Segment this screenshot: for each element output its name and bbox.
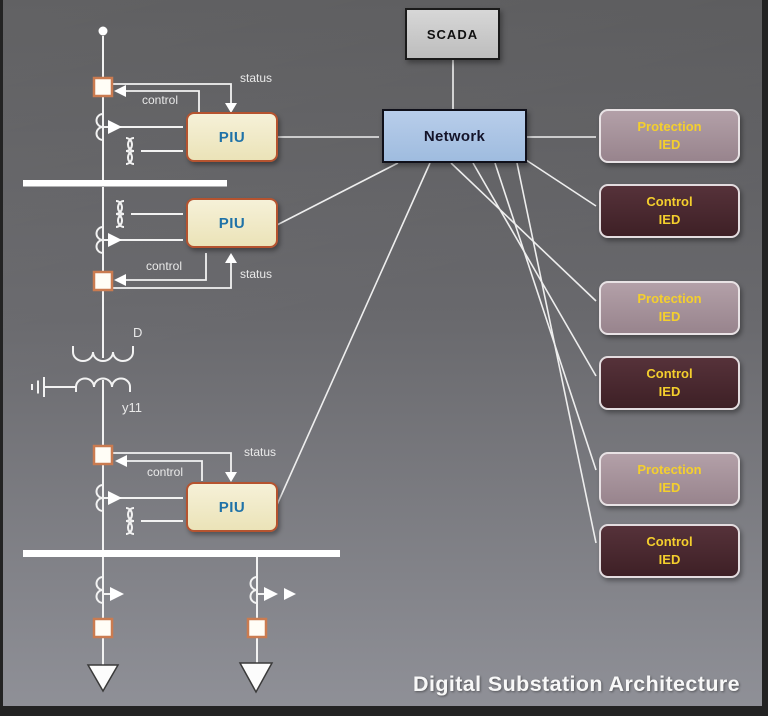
- arrow-right-icon: [108, 120, 122, 134]
- ied-label-line1: Protection: [637, 462, 702, 478]
- breaker-icon: [92, 76, 114, 98]
- single-line-diagram: [23, 26, 597, 694]
- control-line-2: [126, 253, 207, 281]
- status-line-1: [112, 83, 232, 103]
- ct-coil-icon: [249, 576, 258, 604]
- breaker-icon: [92, 617, 114, 639]
- arrow-down-icon: [225, 103, 237, 113]
- vt-winding-icon: [125, 507, 135, 535]
- ied-label-line2: IED: [658, 212, 681, 227]
- diagram-title: Digital Substation Architecture: [413, 672, 740, 696]
- ct-coil-icon: [95, 576, 104, 604]
- slide-background: SCADA Network PIU PIU PIU Protection IED…: [3, 0, 762, 706]
- control-line-1: [126, 90, 200, 112]
- ied-label-line1: Protection: [637, 119, 702, 135]
- load-arrow-icon: [86, 664, 120, 693]
- piu-box-1: PIU: [186, 112, 278, 162]
- arrow-left-icon: [114, 274, 126, 286]
- control-ied-box-1: Control IED: [599, 184, 740, 238]
- power-transformer-symbol: [31, 346, 134, 397]
- arrow-down-icon: [225, 472, 237, 482]
- transformer-primary-label: D: [133, 325, 143, 340]
- piu-label: PIU: [218, 498, 246, 516]
- voltage-transformer-symbols: [115, 137, 183, 535]
- status-label-1: status: [240, 71, 273, 85]
- ied-label-line2: IED: [658, 384, 681, 399]
- scada-box: SCADA: [405, 8, 500, 60]
- arrow-up-icon: [225, 253, 237, 263]
- circuit-breakers: [92, 76, 268, 639]
- busbar-lower: [23, 550, 340, 557]
- link-network-piu3: [275, 162, 431, 508]
- ied-label-line1: Control: [646, 534, 693, 550]
- control-ied-box-3: Control IED: [599, 524, 740, 578]
- ied-label-line2: IED: [658, 309, 681, 324]
- arrow-right-icon: [108, 491, 122, 505]
- breaker-icon: [246, 617, 268, 639]
- signal-lines: [112, 83, 232, 481]
- ied-label-line2: IED: [658, 480, 681, 495]
- control-label-3: control: [147, 465, 184, 479]
- control-label-1: control: [142, 93, 179, 107]
- link-network-piu2: [274, 162, 399, 227]
- protection-ied-box-3: Protection IED: [599, 452, 740, 506]
- network-links: [274, 60, 597, 544]
- arrow-right-icon: [264, 587, 278, 601]
- control-line-3: [127, 460, 203, 481]
- arrow-left-icon: [114, 85, 126, 97]
- link-network-control-ied1: [522, 157, 597, 207]
- ied-label-line2: IED: [658, 137, 681, 152]
- breaker-icon: [92, 270, 114, 292]
- transformer-secondary-label: y11: [122, 400, 142, 415]
- status-label-2: status: [240, 267, 273, 281]
- control-label-2: control: [146, 259, 183, 273]
- ied-label-line1: Control: [646, 366, 693, 382]
- vt-winding-icon: [115, 200, 125, 228]
- arrow-right-icon: [284, 588, 296, 600]
- control-ied-box-2: Control IED: [599, 356, 740, 410]
- load-arrow-icon: [238, 662, 274, 694]
- piu-label: PIU: [218, 128, 246, 146]
- ied-label-line1: Protection: [637, 291, 702, 307]
- flow-arrowheads: [108, 120, 296, 601]
- breaker-icon: [92, 444, 114, 466]
- line-end-node: [98, 26, 108, 36]
- transformer-primary-winding: [72, 346, 134, 362]
- link-network-protection-ied3: [494, 162, 597, 471]
- ied-label-line1: Control: [646, 194, 693, 210]
- network-label: Network: [423, 127, 486, 145]
- arrow-right-icon: [110, 587, 124, 601]
- signal-arrowheads: [114, 85, 237, 482]
- link-network-control-ied2: [472, 162, 597, 377]
- protection-ied-box-1: Protection IED: [599, 109, 740, 163]
- piu-box-2: PIU: [186, 198, 278, 248]
- status-line-2: [112, 263, 232, 289]
- busbar-upper: [23, 180, 227, 187]
- link-network-control-ied3: [516, 162, 597, 544]
- scada-label: SCADA: [426, 26, 479, 42]
- piu-box-3: PIU: [186, 482, 278, 532]
- transformer-secondary-winding: [75, 377, 131, 392]
- vt-winding-icon: [125, 137, 135, 165]
- arrow-right-icon: [108, 233, 122, 247]
- network-box: Network: [382, 109, 527, 163]
- load-arrows: [86, 662, 274, 694]
- piu-label: PIU: [218, 214, 246, 232]
- status-label-3: status: [244, 445, 277, 459]
- ground-symbol: [31, 377, 45, 397]
- ied-label-line2: IED: [658, 552, 681, 567]
- status-line-3: [113, 452, 232, 472]
- link-network-protection-ied2: [450, 162, 597, 302]
- protection-ied-box-2: Protection IED: [599, 281, 740, 335]
- arrow-left-icon: [115, 455, 127, 467]
- feeder-lines: [102, 36, 258, 666]
